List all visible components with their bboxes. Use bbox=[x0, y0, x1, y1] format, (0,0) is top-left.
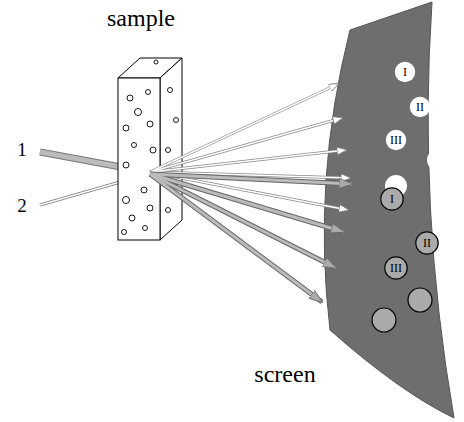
sample-side bbox=[160, 58, 182, 240]
diffraction-spot: I bbox=[380, 187, 404, 211]
spot-numeral: II bbox=[409, 96, 431, 118]
spot bbox=[372, 308, 396, 332]
sample-pores bbox=[122, 60, 179, 235]
beam-number: 2 bbox=[17, 196, 27, 215]
sample-front bbox=[118, 78, 160, 240]
diffraction-spot: II bbox=[415, 231, 439, 255]
spot bbox=[427, 149, 449, 171]
spot-numeral: II bbox=[415, 231, 439, 255]
beam-number: 1 bbox=[17, 140, 27, 159]
diffraction-spot: I bbox=[394, 61, 416, 83]
spot-numeral: III bbox=[384, 256, 408, 280]
part-label: sample bbox=[107, 6, 175, 30]
spot-numeral: I bbox=[394, 61, 416, 83]
part-label: screen bbox=[254, 362, 315, 386]
gray-arrows bbox=[150, 174, 352, 302]
spot-numeral: III bbox=[385, 129, 407, 151]
diffraction-spot: III bbox=[385, 129, 407, 151]
diffraction-spot: II bbox=[409, 96, 431, 118]
diffraction-spot: III bbox=[384, 256, 408, 280]
spot-numeral: I bbox=[380, 187, 404, 211]
spot bbox=[408, 288, 432, 312]
